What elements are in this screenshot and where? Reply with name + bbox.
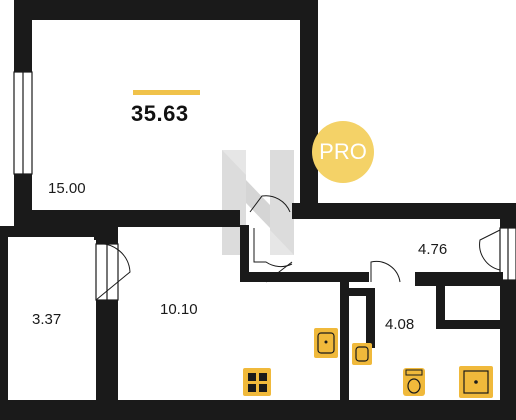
room-area-balcony: 3.37: [32, 311, 62, 328]
total-area-accent-bar: [133, 90, 200, 95]
room-area-main: 15.00: [48, 180, 86, 197]
shower-tray-icon: [459, 366, 493, 398]
room-area-bathroom: 4.08: [385, 316, 415, 333]
door-swings: [95, 195, 501, 301]
bathroom-sink-icon: [352, 343, 372, 365]
room-area-kitchen: 10.10: [160, 301, 198, 318]
window-right: [499, 227, 516, 281]
window-balcony: [95, 243, 119, 301]
window-left: [13, 71, 33, 175]
toilet-icon: [403, 368, 425, 396]
room-area-hall: 4.76: [418, 241, 448, 258]
total-area: 35.63: [131, 101, 189, 126]
stove-icon: [243, 368, 271, 396]
pro-badge: PRO: [312, 121, 374, 183]
kitchen-sink-icon: [314, 328, 338, 358]
watermark-logo: [222, 150, 294, 255]
